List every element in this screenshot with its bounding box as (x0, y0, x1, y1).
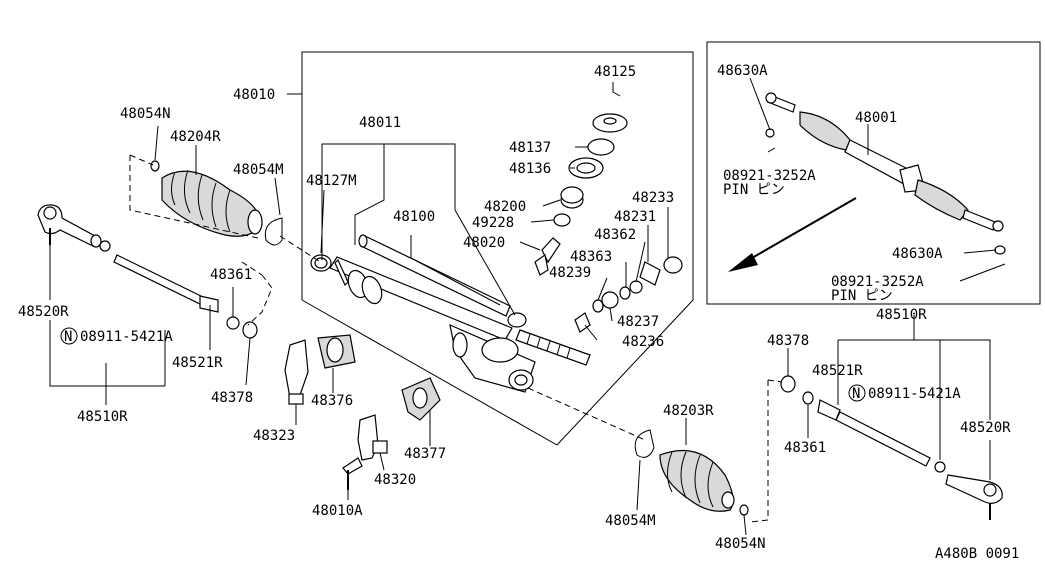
label-inset-pin-top: PIN ピン (723, 182, 785, 198)
label-48378-left: 48378 (211, 390, 253, 406)
label-48020: 48020 (463, 235, 505, 251)
label-48521R-left: 48521R (172, 355, 223, 371)
label-48054N-right: 48054N (715, 536, 766, 552)
label-48010: 48010 (233, 87, 275, 103)
label-48137: 48137 (509, 140, 551, 156)
washer-48363 (619, 286, 631, 300)
n-circle-right (848, 384, 866, 402)
label-48010A: 48010A (312, 503, 363, 519)
label-48054N-left: 48054N (120, 106, 171, 122)
ring-48378-right (780, 375, 796, 393)
label-48363: 48363 (570, 249, 612, 265)
clamp-48054M-right (634, 429, 655, 458)
label-48510R-right: 48510R (876, 307, 927, 323)
n-symbol-right: N (852, 386, 860, 402)
bushing-48377 (401, 377, 441, 421)
label-49228: 49228 (472, 215, 514, 231)
clamp-48054N-right (739, 504, 749, 516)
ring-48237 (601, 291, 619, 309)
tie-rod-end-48520R-right (945, 474, 1003, 520)
cap-48233 (663, 256, 683, 274)
label-48237: 48237 (617, 314, 659, 330)
label-inset-pin-part-bot: 08921-3252A (831, 274, 924, 290)
diagram-code: A480B 0091 (935, 546, 1019, 562)
label-inset-48630A-bot: 48630A (892, 246, 943, 262)
label-48200: 48200 (484, 199, 526, 215)
label-48520R-right: 48520R (960, 420, 1011, 436)
washer-48239 (592, 299, 604, 313)
tie-rod-48521R-left (113, 254, 258, 339)
nut-right (934, 461, 946, 473)
dashed-guides (129, 154, 783, 523)
washer-48361-right (802, 391, 814, 405)
clamp-48054N-left (150, 160, 160, 172)
label-inset-pin-part-top: 08921-3252A (723, 168, 816, 184)
tie-rod-end-48520R-left (37, 204, 102, 248)
label-48125: 48125 (594, 64, 636, 80)
label-48510R-left: 48510R (77, 409, 128, 425)
ring-48378-left (242, 321, 258, 339)
bushing-48376 (317, 334, 356, 369)
boot-48204R (161, 169, 263, 237)
label-48361-right: 48361 (784, 440, 826, 456)
label-48377: 48377 (404, 446, 446, 462)
label-48054M-left: 48054M (233, 162, 284, 178)
label-48376: 48376 (311, 393, 353, 409)
label-48323: 48323 (253, 428, 295, 444)
label-48239: 48239 (549, 265, 591, 281)
clamp-48054M-left (264, 217, 283, 246)
label-inset-48630A-top: 48630A (717, 63, 768, 79)
label-48204R: 48204R (170, 129, 221, 145)
label-48320: 48320 (374, 472, 416, 488)
label-48136: 48136 (509, 161, 551, 177)
label-48127M: 48127M (306, 173, 357, 189)
pinion-seat (507, 312, 527, 328)
label-48233: 48233 (632, 190, 674, 206)
rack-bar-48100 (358, 234, 511, 317)
label-48203R: 48203R (663, 403, 714, 419)
label-48011: 48011 (359, 115, 401, 131)
leader-lines (49, 77, 1006, 536)
label-inset-pin-bot: PIN ピン (831, 288, 893, 304)
inset-rack-assembly-48001 (765, 92, 1006, 255)
pinion-stack (534, 113, 628, 276)
label-48521R-right: 48521R (812, 363, 863, 379)
rack-housing-48011 (329, 256, 536, 393)
nut-left (99, 240, 111, 252)
label-48361-left: 48361 (210, 267, 252, 283)
bracket-48320 (357, 414, 388, 461)
label-48236: 48236 (622, 334, 664, 350)
label-48362: 48362 (594, 227, 636, 243)
n-symbol-left: N (64, 329, 72, 345)
rack-teeth (515, 329, 591, 366)
washer-48361-left (226, 316, 240, 330)
label-48520R-left: 48520R (18, 304, 69, 320)
n-circle-left (60, 327, 78, 345)
bolt-48010A (342, 457, 363, 490)
label-08911-right: 08911-5421A (868, 386, 961, 402)
label-08911-left: 08911-5421A (80, 329, 173, 345)
label-48054M-right: 48054M (605, 513, 656, 529)
bracket-48323 (284, 339, 309, 405)
direction-arrow (728, 197, 857, 272)
boot-48203R (659, 449, 735, 512)
tie-rod-48521R-right (817, 399, 931, 467)
inset-frame (706, 41, 1041, 305)
nut-48362 (629, 280, 643, 294)
assembly-outline (301, 51, 694, 446)
washer-48137 (587, 138, 615, 156)
ring-49228 (553, 213, 571, 227)
spring-48231 (639, 261, 661, 286)
label-inset-48001: 48001 (855, 110, 897, 126)
label-48231: 48231 (614, 209, 656, 225)
label-48378-right: 48378 (767, 333, 809, 349)
label-48100: 48100 (393, 209, 435, 225)
